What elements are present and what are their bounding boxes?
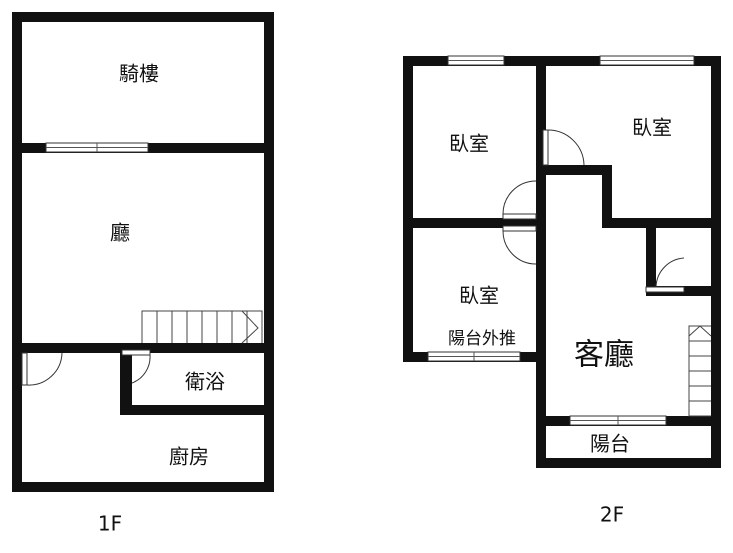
room-label-balcony: 陽台 [590, 432, 630, 456]
wall-2f-closet-left [646, 218, 656, 294]
wall-1f-right [264, 12, 274, 492]
wall-2f-center [536, 56, 546, 468]
door-2f-bed-right [542, 129, 585, 166]
wall-1f-bath-left [120, 343, 132, 415]
wall-1f-hall-bottom [12, 343, 274, 353]
room-label-kitchen: 廚房 [169, 445, 209, 469]
door-2f-closet [645, 257, 685, 293]
window-1f-hall [45, 142, 149, 153]
stairs-1f [141, 310, 263, 344]
window-2f-bed-right [599, 55, 695, 66]
wall-1f-bottom [12, 482, 274, 492]
room-label-living-room: 客廳 [574, 338, 634, 373]
door-2f-bed-left [502, 180, 537, 220]
window-2f-bed-left [447, 55, 505, 66]
stairs-2f [688, 325, 712, 417]
floor-1-plan: 騎樓 廳 衛浴 廚房 1F [12, 12, 274, 536]
room-label-balcony-note: 陽台外推 [448, 329, 516, 349]
room-label-bedroom-top-right: 臥室 [632, 116, 672, 140]
wall-2f-right-outer [711, 56, 721, 468]
door-1f-left [21, 352, 63, 386]
room-label-hall: 廳 [110, 221, 130, 245]
wall-1f-top [12, 12, 274, 22]
wall-2f-bed-step-c [602, 218, 721, 228]
room-label-bedroom-bottom-left: 臥室 [459, 284, 499, 308]
wall-2f-left-outer [403, 56, 413, 362]
wall-1f-left [12, 12, 22, 492]
window-2f-bed-bottom [427, 351, 521, 362]
floor-label-2f: 2F [600, 503, 624, 527]
wall-2f-bed-step-b [602, 165, 612, 227]
room-label-arcade: 騎樓 [119, 62, 159, 86]
floor-2-plan: 臥室 臥室 臥室 陽台外推 客廳 陽台 2F [403, 55, 721, 527]
room-label-bedroom-top-left: 臥室 [449, 132, 489, 156]
wall-2f-bottom [536, 458, 721, 468]
floor-label-1f: 1F [98, 512, 122, 536]
window-2f-living-balcony [569, 415, 667, 426]
wall-2f-left-mid [403, 218, 546, 228]
door-2f-bed-bottom [502, 225, 537, 265]
door-1f-bathroom [121, 349, 151, 384]
wall-2f-bed-step-a [546, 165, 612, 175]
room-label-bathroom: 衛浴 [185, 370, 225, 394]
wall-1f-bath-bottom [120, 405, 274, 415]
